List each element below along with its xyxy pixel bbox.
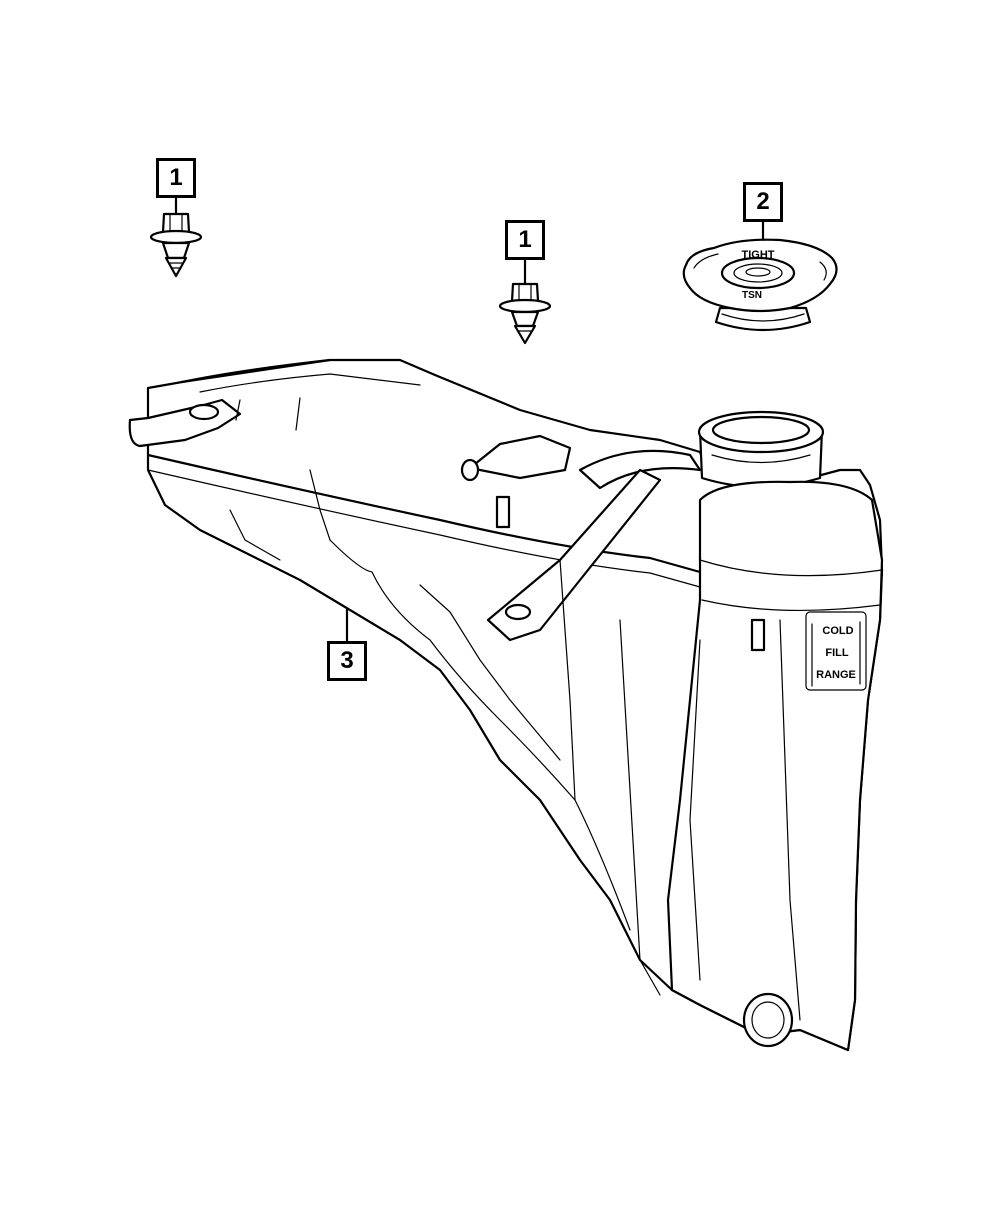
cap-text-tight: TIGHT bbox=[742, 249, 775, 261]
pressure-cap: TIGHT TSN bbox=[682, 238, 838, 332]
callout-1-center-bolt: 1 bbox=[505, 220, 545, 260]
callout-2-pressure-cap: 2 bbox=[743, 182, 783, 222]
cap-text-bottom: TSN bbox=[742, 290, 762, 301]
fill-label-fill: FILL bbox=[825, 647, 848, 659]
callout-3-coolant-tank: 3 bbox=[327, 641, 367, 681]
bolt-center bbox=[498, 282, 552, 345]
fill-label-range: RANGE bbox=[816, 669, 856, 681]
callout-1-left-bolt: 1 bbox=[156, 158, 196, 198]
coolant-reservoir-tank: COLD FILL RANGE bbox=[128, 358, 884, 1052]
bolt-left bbox=[149, 212, 203, 278]
fill-label-cold: COLD bbox=[822, 625, 853, 637]
